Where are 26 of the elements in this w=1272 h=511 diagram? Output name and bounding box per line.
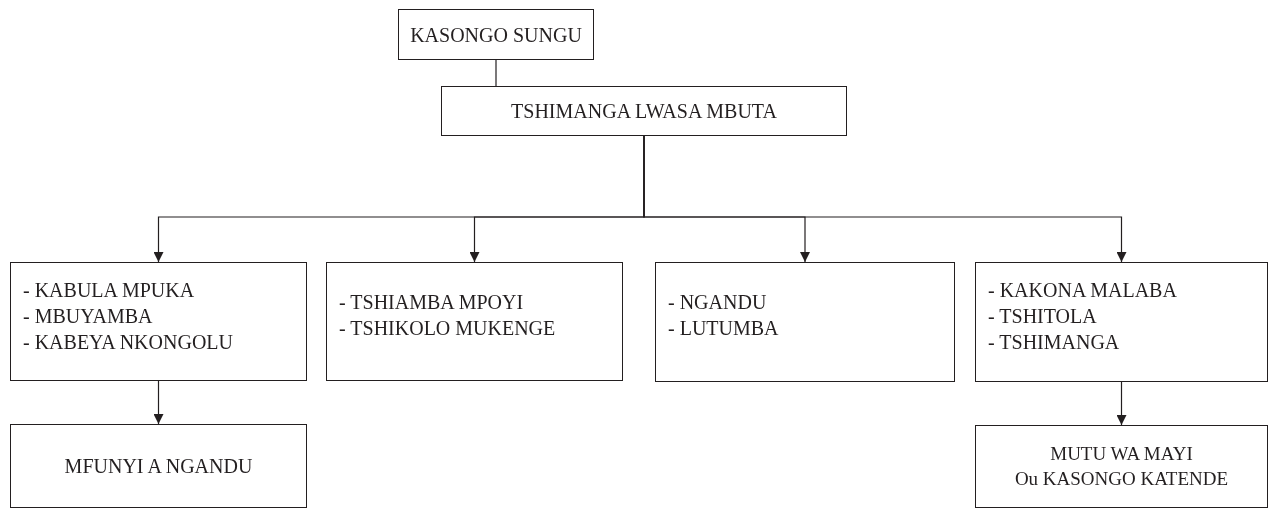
name-text: - TSHIKOLO MUKENGE	[339, 316, 556, 341]
name-text: - TSHIAMBA MPOYI	[339, 290, 524, 315]
name-text: - KABEYA NKONGOLU	[23, 330, 233, 355]
name-box	[441, 86, 847, 136]
name-text: MFUNYI A NGANDU	[64, 454, 253, 479]
name-text: - KAKONA MALABA	[988, 278, 1177, 303]
connector-arrow	[643, 135, 1127, 263]
name-text: - KABULA MPUKA	[23, 278, 195, 303]
name-text: - LUTUMBA	[668, 316, 779, 341]
connector-arrow	[153, 380, 164, 425]
name-text: - MBUYAMBA	[23, 304, 153, 329]
connector-arrow	[1116, 381, 1127, 426]
name-box	[10, 262, 307, 381]
name-text: KASONGO SUNGU	[410, 22, 582, 48]
name-box	[326, 262, 623, 381]
name-box	[398, 9, 594, 60]
name-text: Ou KASONGO KATENDE	[1014, 466, 1229, 491]
name-box	[10, 424, 307, 508]
name-text: TSHIMANGA LWASA MBUTA	[511, 99, 777, 124]
name-box	[975, 262, 1268, 382]
name-text: - NGANDU	[668, 290, 767, 315]
name-text: - TSHIMANGA	[988, 330, 1120, 355]
name-text: - TSHITOLA	[988, 304, 1097, 329]
name-text: MUTU WA MAYI	[1050, 441, 1193, 466]
name-box	[655, 262, 955, 382]
name-box	[975, 425, 1268, 508]
